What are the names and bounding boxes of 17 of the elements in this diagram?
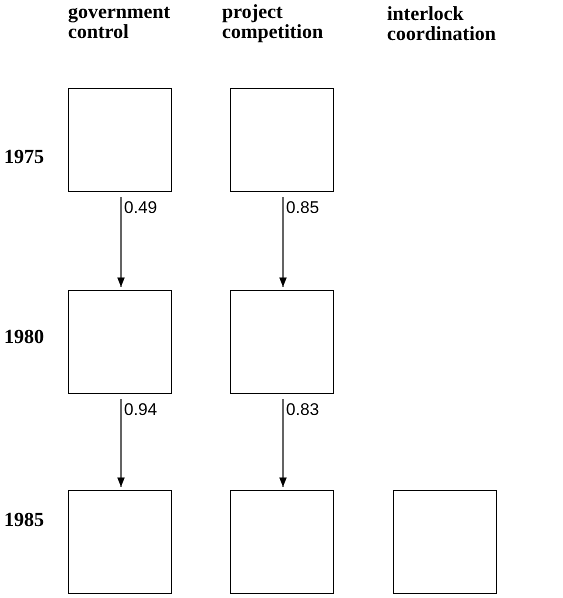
empty-box	[393, 490, 497, 594]
empty-box	[68, 290, 172, 394]
empty-box	[230, 290, 334, 394]
empty-box	[230, 88, 334, 192]
column-header: interlock coordination	[387, 4, 497, 44]
year-label: 1985	[4, 510, 45, 530]
arrow	[117, 399, 125, 487]
year-label: 1980	[4, 327, 45, 347]
arrow	[117, 197, 125, 287]
year-label: 1975	[4, 147, 45, 167]
column-header: project competition	[222, 2, 324, 42]
column-header: government control	[68, 2, 172, 42]
empty-box	[68, 88, 172, 192]
arrow	[279, 399, 287, 487]
empty-box	[68, 490, 172, 594]
empty-box	[230, 490, 334, 594]
arrow	[279, 197, 287, 287]
